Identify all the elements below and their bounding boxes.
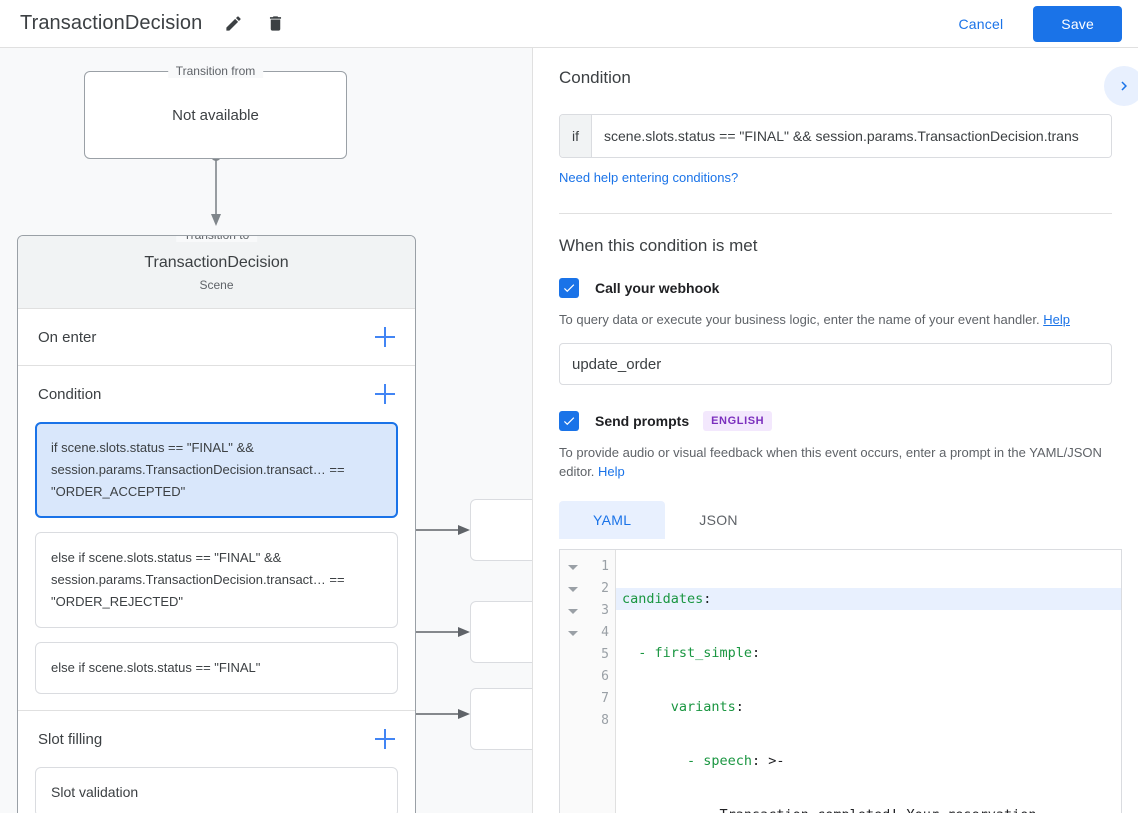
line-number: 4 <box>601 625 609 640</box>
condition-section: Condition if Need help entering conditio… <box>533 48 1138 214</box>
code-line: Transaction completed! Your reservation <box>616 804 1121 813</box>
webhook-label: Call your webhook <box>595 280 720 296</box>
tab-yaml[interactable]: YAML <box>559 501 666 539</box>
detail-panel: Condition if Need help entering conditio… <box>533 48 1138 813</box>
section-condition-title: Condition <box>38 385 102 403</box>
cancel-button[interactable]: Cancel <box>945 7 1018 41</box>
target-node-3[interactable] <box>470 688 532 750</box>
chevron-down-icon <box>568 608 578 614</box>
condition-list: if scene.slots.status == "FINAL" && sess… <box>18 422 415 710</box>
chevron-right-icon[interactable] <box>1104 66 1138 106</box>
prompts-hint: To provide audio or visual feedback when… <box>559 443 1112 481</box>
code-line: - first_simple: <box>622 645 761 661</box>
target-node-1[interactable] <box>470 499 532 561</box>
condition-item-2[interactable]: else if scene.slots.status == "FINAL" &&… <box>35 532 398 628</box>
section-on-enter: On enter <box>18 309 415 366</box>
condition-input[interactable] <box>592 115 1111 157</box>
transition-from-node[interactable]: Transition from Not available <box>84 64 347 159</box>
when-condition-met-title: When this condition is met <box>559 236 758 255</box>
editor-code-content[interactable]: candidates: - first_simple: variants: - … <box>616 550 1121 813</box>
condition-field[interactable]: if <box>559 114 1112 158</box>
condition-section-title: Condition <box>559 68 631 87</box>
transition-from-value: Not available <box>172 106 259 124</box>
when-condition-met-section: When this condition is met Call your web… <box>533 214 1138 539</box>
editor-fold-gutter <box>560 550 586 813</box>
chevron-down-icon <box>568 564 578 570</box>
line-number: 6 <box>601 669 609 684</box>
tab-json[interactable]: JSON <box>699 512 738 528</box>
fold-toggle-3[interactable] <box>560 600 586 622</box>
scene-header[interactable]: TransactionDecision Scene <box>18 236 415 309</box>
scene-type: Scene <box>199 278 234 292</box>
section-divider <box>559 213 1112 214</box>
webhook-hint-text: To query data or execute your business l… <box>559 312 1040 327</box>
slot-validation-item[interactable]: Slot validation <box>35 767 398 813</box>
top-bar: TransactionDecision Cancel Save <box>0 0 1138 48</box>
line-number: 2 <box>601 581 609 596</box>
condition-item-3[interactable]: else if scene.slots.status == "FINAL" <box>35 642 398 694</box>
editor-format-tabs: YAML JSON <box>559 501 1112 539</box>
code-line: variants: <box>622 699 744 715</box>
slot-filling-list: Slot validation <box>18 767 415 813</box>
condition-help-link[interactable]: Need help entering conditions? <box>559 170 739 185</box>
line-number: 5 <box>601 647 609 662</box>
fold-toggle-4[interactable] <box>560 622 586 644</box>
main-body: Transition from Not available Transition… <box>0 48 1138 813</box>
code-line: - speech: >- <box>622 753 785 769</box>
page-title: TransactionDecision <box>20 12 203 34</box>
transition-to-node: Transition to TransactionDecision Scene … <box>17 235 416 813</box>
code-line: candidates: <box>616 588 1121 610</box>
scene-graph-canvas: Transition from Not available Transition… <box>0 48 533 813</box>
line-number: 7 <box>601 691 609 706</box>
line-number: 3 <box>601 603 609 618</box>
webhook-checkbox-row: Call your webhook <box>559 278 1112 298</box>
yaml-code-editor[interactable]: 1 2 3 4 5 6 7 8 candidates: - first_simp… <box>559 549 1122 813</box>
prompts-help-link[interactable]: Help <box>598 464 625 479</box>
save-button[interactable]: Save <box>1033 5 1122 42</box>
add-condition-button[interactable] <box>375 384 395 404</box>
section-slot-filling: Slot filling Slot validation <box>18 711 415 813</box>
condition-if-prefix: if <box>560 115 592 157</box>
webhook-handler-input[interactable] <box>559 343 1112 385</box>
line-number: 1 <box>601 559 609 574</box>
add-on-enter-button[interactable] <box>375 327 395 347</box>
condition-item-1[interactable]: if scene.slots.status == "FINAL" && sess… <box>35 422 398 518</box>
section-slot-filling-title: Slot filling <box>38 730 103 748</box>
transition-to-legend: Transition to <box>175 236 258 242</box>
webhook-hint: To query data or execute your business l… <box>559 310 1112 329</box>
prompts-label: Send prompts <box>595 413 690 429</box>
pencil-icon[interactable] <box>222 13 244 35</box>
transition-from-legend: Transition from <box>167 64 264 78</box>
trash-icon[interactable] <box>264 13 286 35</box>
webhook-help-link[interactable]: Help <box>1043 312 1070 327</box>
fold-toggle-1[interactable] <box>560 556 586 578</box>
language-badge: ENGLISH <box>703 411 773 431</box>
target-node-2[interactable] <box>470 601 532 663</box>
chevron-down-icon <box>568 586 578 592</box>
scene-name: TransactionDecision <box>144 254 289 271</box>
chevron-down-icon <box>568 630 578 636</box>
webhook-checkbox[interactable] <box>559 278 579 298</box>
prompts-hint-text: To provide audio or visual feedback when… <box>559 445 1102 479</box>
fold-toggle-2[interactable] <box>560 578 586 600</box>
editor-line-numbers: 1 2 3 4 5 6 7 8 <box>586 550 616 813</box>
add-slot-filling-button[interactable] <box>375 729 395 749</box>
section-on-enter-title: On enter <box>38 328 97 346</box>
prompts-checkbox[interactable] <box>559 411 579 431</box>
section-condition: Condition if scene.slots.status == "FINA… <box>18 366 415 711</box>
prompts-checkbox-row: Send prompts ENGLISH <box>559 411 1112 431</box>
line-number: 8 <box>601 713 609 728</box>
